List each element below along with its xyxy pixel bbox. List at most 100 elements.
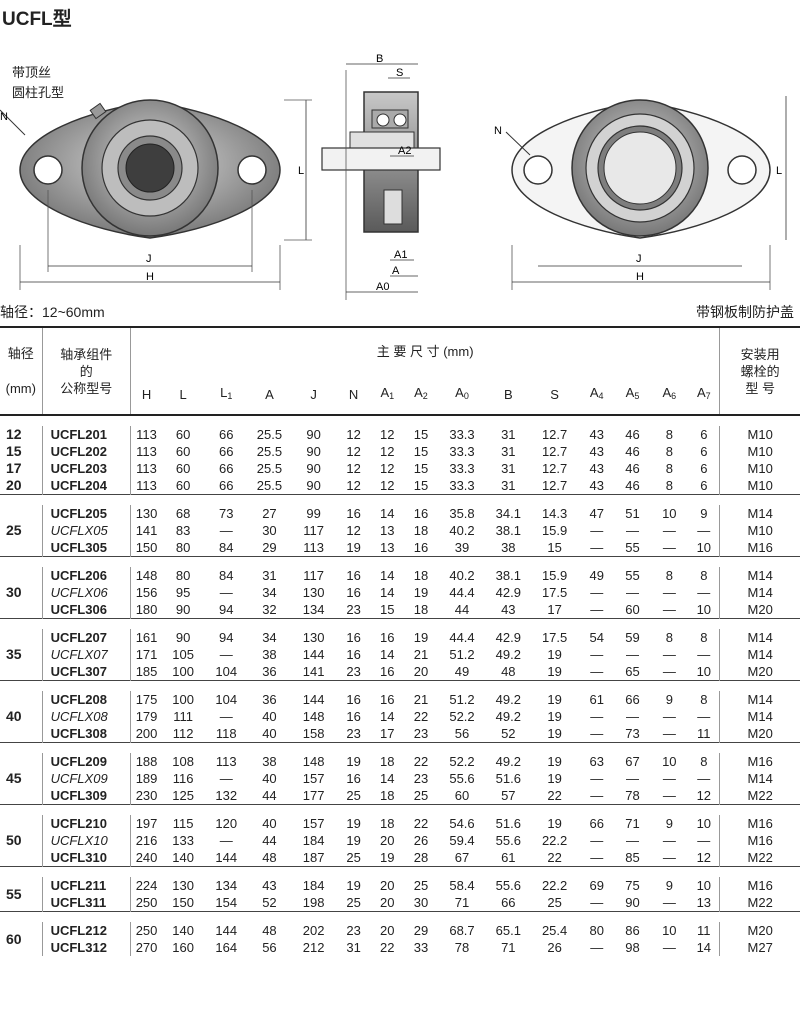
dim-value-a2: 23 (413, 726, 429, 741)
caption-set-screw-2: 圆柱孔型 (12, 85, 65, 100)
dim-value-b: 48 (501, 664, 516, 679)
dim-value-a4: 47 (589, 506, 604, 521)
dim-value-a: 25.5 (256, 444, 283, 459)
dim-value-a4: 43 (589, 478, 604, 493)
dim-value-n: 25 (346, 850, 361, 865)
dim-header-a0: A0 (437, 374, 487, 416)
dim-value-a4: — (590, 788, 604, 803)
dim-value-l: 130 (172, 878, 194, 893)
dim-value-s: 17 (547, 602, 562, 617)
dim-value-l: 60 (175, 427, 191, 442)
shaft-diameter: 17 (0, 460, 43, 477)
dim-value-l1: 134 (215, 878, 238, 893)
dim-value-s: 17.5 (541, 585, 568, 600)
dim-value-a1: 20 (380, 878, 395, 893)
dim-value-a2: 21 (413, 647, 429, 662)
dim-value-h: 148 (135, 568, 158, 583)
dim-value-a7: 11 (688, 725, 721, 743)
dim-value-a0: 56 (454, 726, 470, 741)
dim-value-l: 112 (172, 726, 194, 741)
bolt-size: M10 (747, 461, 773, 476)
dim-value-s: 22.2 (541, 878, 568, 893)
dim-value-b: 49.2 (495, 754, 521, 769)
dim-value-a7: 14 (688, 939, 721, 956)
dim-value-a7: 10 (688, 601, 721, 619)
dim-value-a5: 55 (625, 540, 640, 555)
dim-value-a4: 54 (589, 630, 604, 645)
dim-value-a5: 46 (625, 444, 640, 459)
dim-value-s: 19 (547, 726, 562, 741)
dim-value-a7: 8 (688, 629, 721, 646)
dim-value-s: 19 (547, 816, 562, 831)
dim-value-a0: 55.6 (449, 771, 475, 786)
dim-value-a4: — (590, 540, 604, 555)
dim-value-n: 23 (346, 726, 361, 741)
dim-value-a7: 10 (688, 539, 721, 557)
dim-value-l1: 164 (215, 940, 238, 955)
dim-value-n: 23 (346, 602, 361, 617)
dim-value-a: 52 (262, 895, 277, 910)
dim-value-j: 157 (302, 771, 325, 786)
dim-value-a7: 10 (688, 877, 721, 894)
dim-value-a: 44 (262, 788, 277, 803)
dim-value-s: 19 (547, 692, 562, 707)
dim-value-a5: 55 (625, 568, 640, 583)
dim-value-b: 38 (501, 540, 516, 555)
bolt-size: M20 (747, 664, 773, 679)
dim-value-s: 14.3 (541, 506, 568, 521)
dim-value-a6: 8 (665, 444, 673, 459)
shaft-diameter: 45 (0, 753, 43, 805)
bolt-size: M20 (747, 923, 773, 938)
dim-value-h: 171 (135, 647, 158, 662)
dim-value-l: 111 (173, 709, 193, 724)
label-H-right: H (636, 271, 644, 283)
dim-value-a2: 20 (413, 664, 429, 679)
dim-value-n: 16 (346, 630, 361, 645)
dim-value-b: 38.1 (495, 523, 521, 538)
dim-value-a4: — (590, 709, 604, 724)
dim-value-a0: 51.2 (449, 692, 475, 707)
dim-value-a7: 8 (688, 753, 721, 770)
model-number: UCFL204 (42, 477, 132, 495)
label-J-right: J (636, 253, 642, 265)
label-S: S (396, 67, 403, 79)
dim-value-a: 43 (262, 878, 277, 893)
dim-value-s: 17.5 (541, 630, 568, 645)
dim-value-a7: — (688, 522, 721, 539)
dim-value-l1: 144 (215, 923, 238, 938)
dim-header-h: H (130, 374, 163, 416)
dim-value-a1: 20 (380, 895, 395, 910)
dim-value-a2: 15 (413, 461, 429, 476)
dim-value-a4: 49 (589, 568, 604, 583)
dim-value-a5: — (625, 833, 639, 848)
dim-value-b: 49.2 (495, 692, 521, 707)
dim-value-l1: — (219, 585, 233, 600)
dim-value-a0: 33.3 (449, 444, 475, 459)
dim-value-a5: — (625, 771, 639, 786)
dim-value-a6: — (662, 940, 676, 955)
dim-value-s: 25.4 (541, 923, 568, 938)
dim-value-a6: 9 (665, 816, 673, 831)
dim-value-s: 15 (547, 540, 562, 555)
bolt-size: M14 (747, 709, 773, 724)
bolt-size: M14 (747, 506, 773, 521)
dim-value-a: 48 (262, 850, 277, 865)
model-number: UCFL206 (42, 567, 132, 584)
dim-value-l: 100 (172, 692, 194, 707)
bolt-size: M16 (747, 833, 773, 848)
dim-value-h: 180 (135, 602, 158, 617)
dim-value-a5: 46 (625, 427, 640, 442)
dim-value-a6: 9 (665, 878, 673, 893)
model-number: UCFLX10 (42, 832, 132, 849)
dim-value-a5: — (625, 709, 639, 724)
bolt-size: M14 (747, 630, 773, 645)
dim-value-b: 51.6 (495, 816, 521, 831)
dim-value-a7: — (688, 770, 721, 787)
dim-value-j: 187 (302, 850, 325, 865)
